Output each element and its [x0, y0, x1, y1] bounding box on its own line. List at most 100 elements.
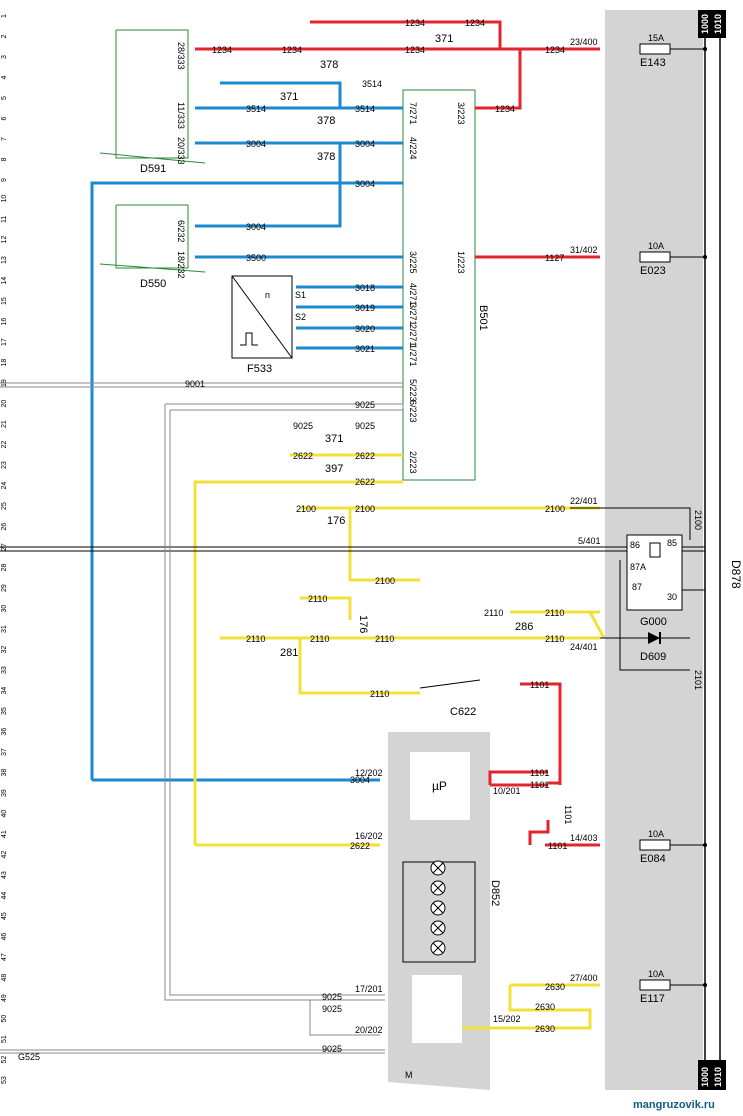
- row-number: 28: [1, 564, 8, 572]
- diagram-label: 1101: [530, 768, 549, 778]
- bus-label: D878: [729, 560, 743, 589]
- row-number: 22: [1, 441, 8, 449]
- diagram-label: 3004: [246, 139, 266, 149]
- motor-block: [412, 975, 462, 1043]
- bus-node: [703, 47, 707, 51]
- fuse-wire: 31/402: [570, 245, 598, 255]
- diagram-label: 176: [357, 615, 369, 633]
- diagram-label: 3004: [355, 179, 375, 189]
- row-number: 7: [1, 137, 8, 141]
- fuse-rating: 10A: [648, 241, 664, 251]
- diagram-label: 5/401: [578, 536, 601, 546]
- diagram-label: 1/271: [408, 344, 418, 367]
- bus-top-1010: 1010: [713, 14, 723, 34]
- row-number: 16: [1, 318, 8, 326]
- diagram-label: 286: [515, 621, 533, 633]
- row-number: 33: [1, 666, 8, 674]
- diagram-label: 1234: [405, 18, 425, 28]
- lamp-cross: [432, 862, 444, 874]
- bus-cap-top: [698, 10, 726, 38]
- fuse-id: E117: [640, 993, 665, 1005]
- diagram-label: 378: [317, 151, 335, 163]
- diagram-label: 1234: [212, 45, 232, 55]
- wire-red-1101: [488, 682, 600, 847]
- fuse-rating: 10A: [648, 969, 664, 979]
- diagram-label: 2110: [545, 634, 564, 644]
- diagram-label: 2110: [484, 608, 503, 618]
- diagram-label: 2110: [308, 594, 327, 604]
- diagram-label: 11/333: [176, 102, 186, 129]
- switch-c622: [419, 679, 481, 689]
- row-number: 40: [1, 810, 8, 818]
- diagram-label: 3018: [355, 283, 375, 293]
- row-number: 20: [1, 400, 8, 408]
- d852-label: D852: [489, 880, 501, 906]
- fuse-group: 15AE14323/40010AE02331/40210AE08414/4031…: [570, 33, 707, 1005]
- diagram-label: 15/202: [493, 1014, 521, 1024]
- diagram-label: 3/271: [408, 303, 418, 326]
- diagram-label: 2110: [375, 634, 394, 644]
- row-number: 3: [1, 55, 8, 59]
- diagram-label: 1127: [545, 253, 564, 263]
- row-number: 49: [1, 994, 8, 1002]
- diagram-label: 2100: [545, 504, 565, 514]
- diagram-label: 6/223: [408, 400, 418, 423]
- fuse-id: E143: [640, 57, 666, 69]
- row-number: 26: [1, 523, 8, 531]
- row-number: 13: [1, 256, 8, 264]
- up-label: µP: [432, 779, 447, 793]
- diagram-label: 281: [280, 647, 298, 659]
- row-number: 32: [1, 646, 8, 654]
- d591-outline: [115, 29, 189, 159]
- f533-label: F533: [247, 363, 272, 375]
- diagram-label: 28/333: [176, 42, 186, 70]
- d852-m: M: [405, 1070, 413, 1080]
- row-number: 31: [1, 625, 8, 633]
- diagram-label: 1101: [548, 841, 567, 851]
- diagram-label: 1101: [530, 780, 549, 790]
- row-number: 11: [1, 216, 8, 223]
- bus-node: [703, 983, 707, 987]
- f533-n: n: [265, 290, 270, 300]
- f533-s2: S2: [295, 312, 306, 322]
- diagram-label: 3514: [246, 104, 266, 114]
- row-number: 43: [1, 871, 8, 879]
- fuse-e023: [639, 251, 671, 263]
- microprocessor-box: [410, 752, 470, 820]
- fuse-wire: 14/403: [570, 833, 598, 843]
- row-number: 47: [1, 953, 8, 961]
- row-number: 24: [1, 482, 8, 490]
- diagram-label: 9025: [355, 400, 375, 410]
- bus-cap-bottom: [698, 1060, 726, 1090]
- diagram-label: 30: [667, 592, 677, 602]
- d550-outline: [115, 204, 189, 269]
- diagram-label: 1234: [282, 45, 302, 55]
- fuse-wire: 27/400: [570, 973, 598, 983]
- wire-grey-9025: [0, 382, 404, 1054]
- diagram-label: 2110: [310, 634, 329, 644]
- diagram-label: 12/202: [355, 768, 383, 778]
- diagram-label: 1234: [545, 45, 565, 55]
- diagram-label: 1/223: [456, 251, 466, 274]
- diagram-label: 87: [632, 582, 642, 592]
- d591-base: [99, 152, 206, 164]
- diagram-label: 3/225: [408, 251, 418, 274]
- relay-g000: [626, 534, 683, 611]
- diagram-label: 397: [325, 463, 343, 475]
- row-number: 34: [1, 687, 8, 695]
- row-number: 45: [1, 912, 8, 920]
- row-number: 30: [1, 605, 8, 613]
- bus-node: [703, 843, 707, 847]
- diagram-label: 16/202: [355, 831, 383, 841]
- diagram-label: 9025: [322, 992, 342, 1002]
- diagram-label: 2110: [545, 608, 564, 618]
- f533-s1: S1: [295, 290, 306, 300]
- row-number: 8: [1, 158, 8, 162]
- diagram-label: 20/333: [176, 137, 186, 165]
- d609-label: D609: [640, 651, 666, 663]
- wire-yellow-relay: [588, 611, 606, 639]
- row-number: 17: [1, 338, 8, 346]
- diagram-label: 3/223: [456, 102, 466, 125]
- diagram-label: 3004: [246, 222, 266, 232]
